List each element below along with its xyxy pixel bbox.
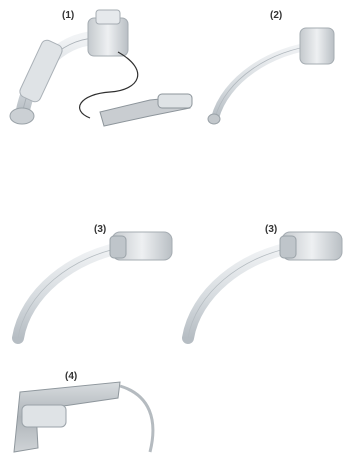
label-item-3-right: (3) [265, 224, 277, 235]
inner-cannula-left [18, 232, 172, 338]
inner-cannula-right [188, 232, 342, 338]
label-item-4: (4) [65, 371, 77, 382]
cuffed-tracheostomy-tube [10, 10, 192, 126]
label-item-3-left: (3) [94, 224, 106, 235]
uncuffed-tracheostomy-tube [208, 28, 334, 124]
tube-holder-ties [14, 382, 153, 452]
label-item-1: (1) [62, 10, 74, 21]
label-item-2: (2) [270, 10, 282, 21]
connector-hub [88, 10, 128, 56]
pilot-balloon [100, 94, 192, 126]
